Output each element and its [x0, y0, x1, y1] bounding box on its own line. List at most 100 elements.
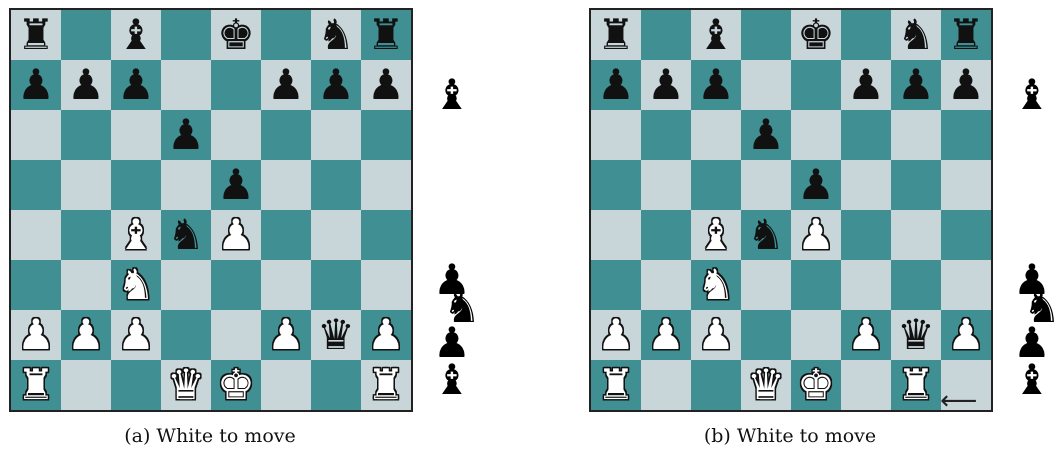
board-square	[591, 360, 641, 410]
black-king-icon: ♚	[217, 10, 255, 59]
white-bishop-icon: ♝	[117, 210, 155, 259]
board-square	[891, 310, 941, 360]
board-square	[691, 210, 741, 260]
board-square	[741, 10, 791, 60]
board-square	[891, 360, 941, 410]
caption-b: (b) White to move	[703, 425, 877, 447]
board-square	[311, 60, 361, 110]
board-square	[741, 60, 791, 110]
board-square	[791, 60, 841, 110]
board-square	[691, 260, 741, 310]
board-square	[641, 110, 691, 160]
board-square	[791, 160, 841, 210]
black-pawn-icon: ♟	[897, 60, 935, 109]
board-square	[161, 210, 211, 260]
board-square	[941, 10, 991, 60]
board-square	[361, 10, 411, 60]
board-square	[211, 160, 261, 210]
board-square	[741, 310, 791, 360]
black-pawn-icon: ♟	[117, 60, 155, 109]
black-rook-icon: ♜	[947, 10, 985, 59]
board-square	[691, 60, 741, 110]
board-square	[691, 160, 741, 210]
white-king-icon: ♚	[217, 360, 255, 409]
chess-board-b: ♜♝♚♞♜♟♟♟♟♟♟♟♟♝♞♟♞♟♟♟♟♛♟♜♛♚♜	[589, 8, 993, 412]
board-square	[691, 360, 741, 410]
black-rook-icon: ♜	[17, 10, 55, 59]
white-rook-icon: ♜	[897, 360, 935, 409]
board-square	[841, 310, 891, 360]
board-square	[941, 260, 991, 310]
board-square	[111, 210, 161, 260]
board-square	[11, 260, 61, 310]
board-square	[941, 360, 991, 410]
board-square	[111, 160, 161, 210]
board-square	[741, 110, 791, 160]
board-square	[591, 310, 641, 360]
board-square	[641, 160, 691, 210]
board-square	[841, 360, 891, 410]
move-arrow-icon: ⟵	[940, 386, 978, 416]
board-square	[641, 10, 691, 60]
board-square	[311, 310, 361, 360]
board-square	[791, 10, 841, 60]
board-square	[591, 210, 641, 260]
board-square	[211, 310, 261, 360]
board-square	[361, 360, 411, 410]
board-square	[361, 260, 411, 310]
board-square	[891, 210, 941, 260]
board-square	[311, 360, 361, 410]
white-pawn-icon: ♟	[433, 255, 471, 304]
black-pawn-icon: ♟	[267, 60, 305, 109]
board-square	[941, 310, 991, 360]
board-square	[61, 110, 111, 160]
white-pawn-icon: ♟	[67, 310, 105, 359]
black-bishop-icon: ♝	[117, 10, 155, 59]
board-square	[161, 10, 211, 60]
board-square	[591, 160, 641, 210]
board-square	[61, 260, 111, 310]
white-pawn-icon: ♟	[1013, 255, 1051, 304]
board-square	[111, 110, 161, 160]
white-pawn-icon: ♟	[433, 318, 471, 367]
board-square	[791, 210, 841, 260]
board-square	[311, 210, 361, 260]
black-pawn-icon: ♟	[647, 60, 685, 109]
board-square	[891, 260, 941, 310]
board-square	[161, 60, 211, 110]
board-square	[941, 60, 991, 110]
board-square	[841, 60, 891, 110]
board-square	[591, 60, 641, 110]
white-pawn-icon: ♟	[697, 310, 735, 359]
white-pawn-icon: ♟	[597, 310, 635, 359]
board-square	[891, 60, 941, 110]
white-rook-icon: ♜	[17, 360, 55, 409]
white-pawn-icon: ♟	[217, 210, 255, 259]
board-square	[61, 310, 111, 360]
board-square	[361, 210, 411, 260]
board-square	[11, 310, 61, 360]
board-square	[161, 160, 211, 210]
black-bishop-icon: ♝	[1013, 70, 1051, 119]
board-square	[641, 260, 691, 310]
white-pawn-icon: ♟	[267, 310, 305, 359]
board-square	[161, 360, 211, 410]
board-square	[261, 110, 311, 160]
board-square	[11, 110, 61, 160]
board-square	[591, 10, 641, 60]
board-square	[311, 10, 361, 60]
white-pawn-icon: ♟	[1013, 318, 1051, 367]
board-square	[691, 10, 741, 60]
black-pawn-icon: ♟	[67, 60, 105, 109]
black-pawn-icon: ♟	[597, 60, 635, 109]
board-square	[311, 260, 361, 310]
white-pawn-icon: ♟	[17, 310, 55, 359]
black-rook-icon: ♜	[367, 10, 405, 59]
board-square	[161, 110, 211, 160]
board-square	[691, 310, 741, 360]
black-queen-icon: ♛	[897, 310, 935, 359]
board-square	[161, 310, 211, 360]
board-square	[211, 210, 261, 260]
black-bishop-icon: ♝	[697, 10, 735, 59]
board-square	[841, 110, 891, 160]
